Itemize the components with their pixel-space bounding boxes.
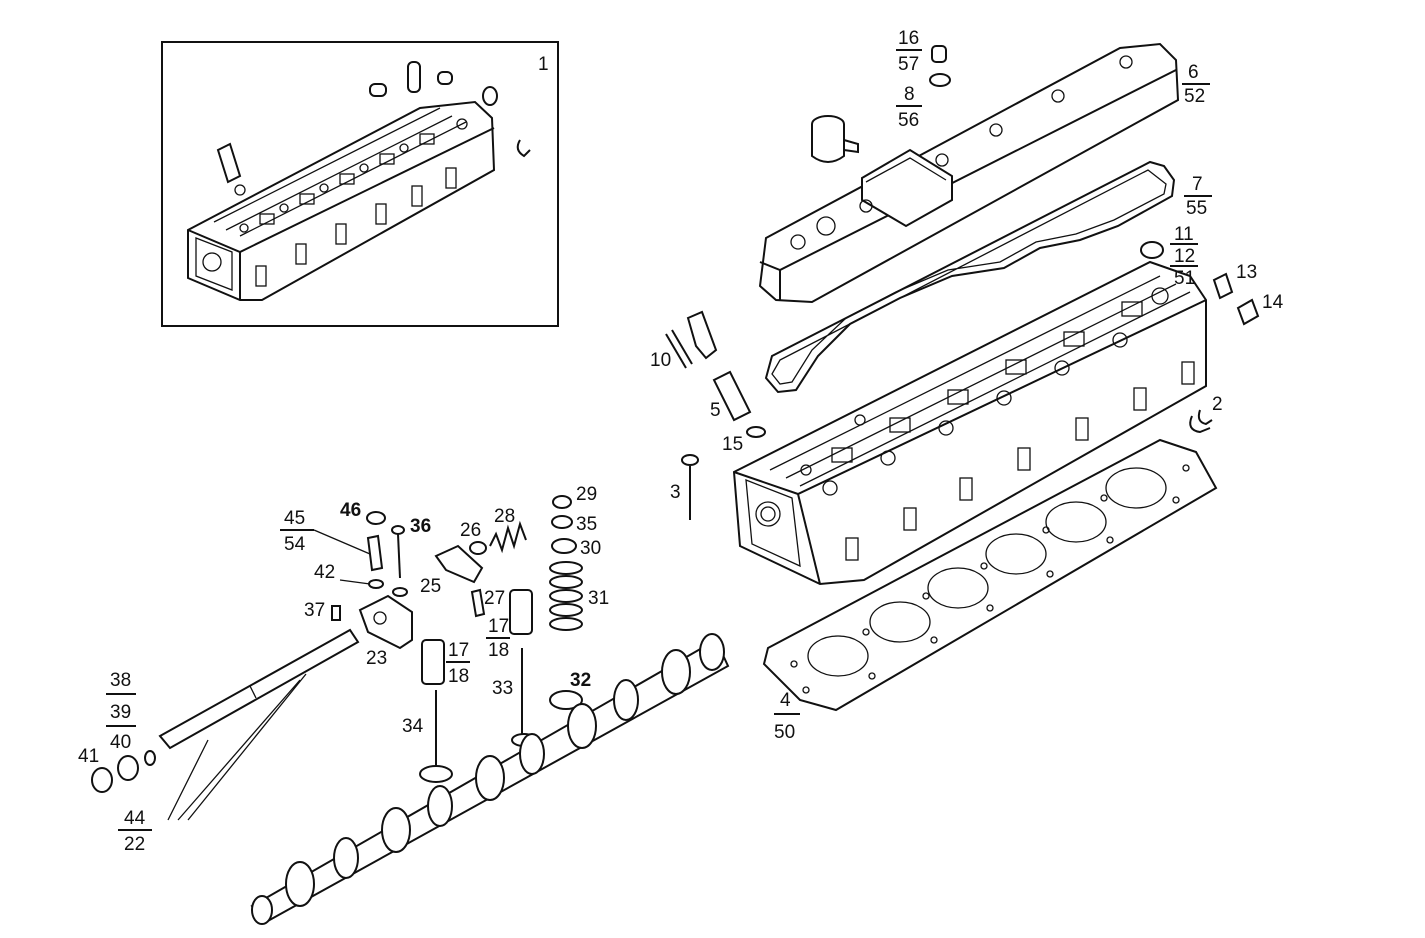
label-13: 13	[1236, 262, 1257, 283]
label-51: 51	[1174, 268, 1195, 289]
camshaft	[250, 633, 730, 925]
label-38: 38	[110, 670, 131, 691]
inset-complete-head	[161, 41, 559, 327]
label-40: 40	[110, 732, 131, 753]
label-56: 56	[898, 110, 919, 131]
label-30: 30	[580, 538, 601, 559]
label-52: 52	[1184, 86, 1205, 107]
label-7: 7	[1192, 174, 1203, 195]
label-14: 14	[1262, 292, 1284, 313]
label-29: 29	[576, 484, 597, 505]
label-55: 55	[1186, 198, 1207, 219]
valve-cover	[758, 42, 1180, 304]
label-11: 11	[1174, 224, 1194, 245]
label-15: 15	[722, 434, 743, 455]
label-54: 54	[284, 534, 306, 555]
label-3: 3	[670, 482, 681, 503]
label-32: 32	[570, 670, 591, 691]
valve-train-parts	[91, 495, 583, 821]
label-10: 10	[650, 350, 671, 371]
label-8: 8	[904, 84, 915, 105]
label-45: 45	[284, 508, 305, 529]
label-1: 1	[538, 54, 549, 75]
small-parts-right	[665, 241, 1260, 520]
label-6: 6	[1188, 62, 1199, 83]
label-18-lower: 18	[448, 666, 469, 687]
label-26: 26	[460, 520, 481, 541]
label-31: 31	[588, 588, 609, 609]
cylinder-head	[732, 260, 1207, 586]
label-42: 42	[314, 562, 335, 583]
label-4: 4	[780, 690, 791, 711]
label-36: 36	[410, 516, 431, 537]
label-35: 35	[576, 514, 597, 535]
label-12: 12	[1174, 246, 1195, 267]
label-2: 2	[1212, 394, 1223, 415]
cover-gasket	[764, 160, 1176, 394]
label-22: 22	[124, 834, 145, 855]
label-46: 46	[340, 500, 361, 521]
label-37: 37	[304, 600, 325, 621]
label-34: 34	[402, 716, 424, 737]
label-39: 39	[110, 702, 131, 723]
label-25: 25	[420, 576, 441, 597]
label-16: 16	[898, 28, 919, 49]
label-41: 41	[78, 746, 99, 767]
label-5: 5	[710, 400, 721, 421]
callout-labels: 1 16 57 8 56 6 52 7 55 11 12 51 13 14 2 …	[78, 28, 1284, 855]
label-44: 44	[124, 808, 146, 829]
label-28: 28	[494, 506, 515, 527]
label-33: 33	[492, 678, 513, 699]
label-23: 23	[366, 648, 387, 669]
label-17-lower: 17	[448, 640, 469, 661]
label-18-upper: 18	[488, 640, 509, 661]
label-17-upper: 17	[488, 616, 509, 637]
label-57: 57	[898, 54, 919, 75]
label-27: 27	[484, 588, 505, 609]
head-gasket	[762, 438, 1218, 712]
label-50: 50	[774, 722, 795, 743]
